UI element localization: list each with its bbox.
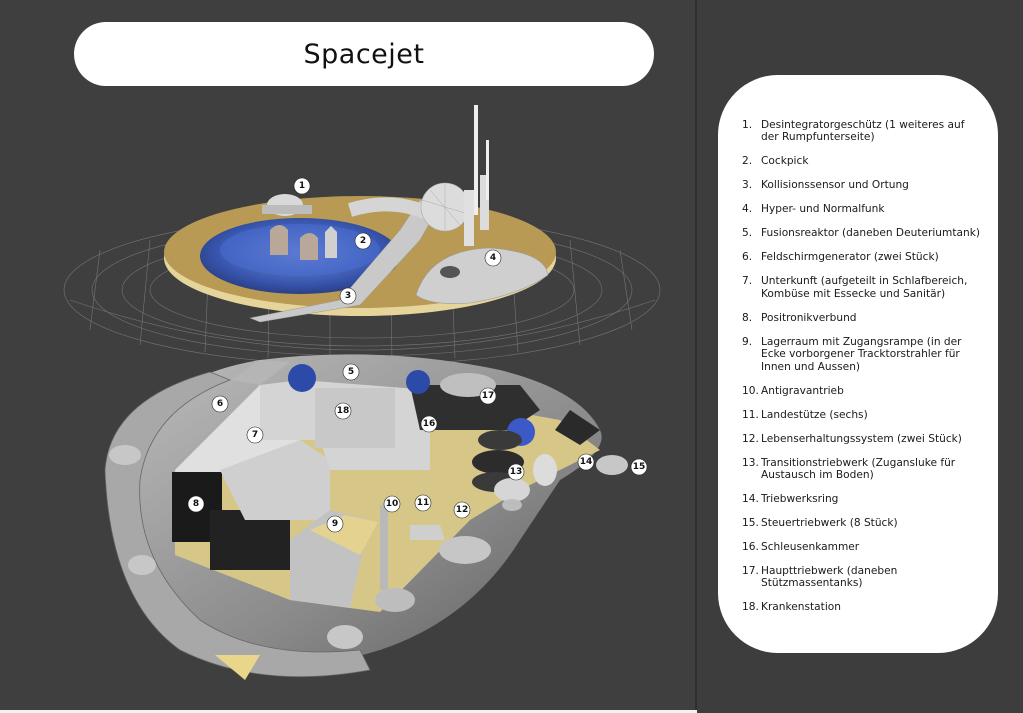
legend-item-text: Fusionsreaktor (daneben Deuteriumtank) <box>761 227 980 240</box>
spacejet-illustration: 1 2 3 4 5 6 7 8 9 10 11 12 13 14 15 16 1… <box>63 105 661 680</box>
legend-item-text: Kollisionssensor und Ortung <box>761 179 909 192</box>
legend-item: 2. Cockpick <box>742 155 980 167</box>
legend-item-text: Triebwerksring <box>761 493 839 506</box>
legend-item-text: Krankenstation <box>761 601 841 614</box>
legend-item-number: 7. <box>742 275 753 288</box>
svg-text:8: 8 <box>193 499 199 509</box>
marker-2: 2 <box>354 232 372 250</box>
legend-item-text: Unterkunft (aufgeteilt in Schlafbereich,… <box>761 275 968 300</box>
legend-item-number: 16. <box>742 541 759 554</box>
legend-item-text: Antigravantrieb <box>761 384 844 397</box>
svg-text:10: 10 <box>386 499 399 509</box>
legend-item-text: Desintegratorgeschütz (1 weiteres auf de… <box>761 119 965 144</box>
legend-item-text: Hyper- und Normalfunk <box>761 203 885 216</box>
legend-item-number: 5. <box>742 227 753 240</box>
legend-item-number: 8. <box>742 311 753 324</box>
legend-item-number: 3. <box>742 179 753 192</box>
svg-text:7: 7 <box>252 430 258 440</box>
legend-item-text: Lebenserhaltungssystem (zwei Stück) <box>761 432 962 445</box>
panel-divider <box>695 0 697 713</box>
page-title: Spacejet <box>74 22 654 86</box>
legend-item-text: Schleusenkammer <box>761 541 860 554</box>
marker-3: 3 <box>339 287 357 305</box>
marker-10: 10 <box>383 495 401 513</box>
legend-item-number: 1. <box>742 119 753 131</box>
marker-1: 1 <box>293 177 311 195</box>
legend-item-number: 2. <box>742 155 753 168</box>
svg-text:2: 2 <box>360 236 366 246</box>
svg-text:11: 11 <box>417 498 430 508</box>
legend-item: 15.Steuertriebwerk (8 Stück) <box>742 517 980 529</box>
legend-item-number: 9. <box>742 335 753 348</box>
svg-text:6: 6 <box>217 399 223 409</box>
legend-item: 3. Kollisionssensor und Ortung <box>742 179 980 191</box>
marker-5: 5 <box>342 363 360 381</box>
legend-item: 4. Hyper- und Normalfunk <box>742 203 980 215</box>
legend-item: 17.Haupttriebwerk (daneben Stützmassenta… <box>742 565 980 590</box>
legend-item: 6. Feldschirmgenerator (zwei Stück) <box>742 251 980 263</box>
svg-text:4: 4 <box>490 253 496 263</box>
svg-text:9: 9 <box>332 519 338 529</box>
svg-text:3: 3 <box>345 291 351 301</box>
legend-item: 9. Lagerraum mit Zugangsrampe (in der Eck… <box>742 336 980 373</box>
number-markers: 1 2 3 4 5 6 7 8 9 10 11 12 13 14 15 16 1… <box>187 177 648 533</box>
legend-item: 13.Transitionstriebwerk (Zugansluke für … <box>742 457 980 482</box>
legend-item-text: Feldschirmgenerator (zwei Stück) <box>761 251 939 264</box>
legend-item-text: Positronikverbund <box>761 311 857 324</box>
svg-text:18: 18 <box>337 406 350 416</box>
legend-item-number: 15. <box>742 517 759 530</box>
legend-item: 14.Triebwerksring <box>742 493 980 505</box>
legend-item: 12.Lebenserhaltungssystem (zwei Stück) <box>742 433 980 445</box>
marker-11: 11 <box>414 494 432 512</box>
legend-item-text: Cockpick <box>761 155 809 168</box>
svg-text:12: 12 <box>456 505 469 515</box>
legend-item: 10.Antigravantrieb <box>742 385 980 397</box>
legend-item-number: 6. <box>742 251 753 264</box>
legend-item-number: 13. <box>742 456 759 469</box>
legend-item: 11.Landestütze (sechs) <box>742 409 980 421</box>
legend-item: 1. Desintegratorgeschütz (1 weiteres auf … <box>742 119 980 144</box>
legend-item-text: Steuertriebwerk (8 Stück) <box>761 517 898 530</box>
upper-deck <box>164 105 556 323</box>
marker-9: 9 <box>326 515 344 533</box>
bottom-edge-line <box>0 710 697 713</box>
legend-item-number: 10. <box>742 384 759 397</box>
legend-item-number: 14. <box>742 493 759 506</box>
legend-item-number: 18. <box>742 601 759 614</box>
svg-text:5: 5 <box>348 367 354 377</box>
marker-17: 17 <box>479 387 497 405</box>
legend-item-text: Landestütze (sechs) <box>761 408 868 421</box>
legend-list: 1. Desintegratorgeschütz (1 weiteres auf … <box>742 119 980 614</box>
legend-item: 8. Positronikverbund <box>742 312 980 324</box>
svg-text:14: 14 <box>580 457 593 467</box>
legend-item: 5. Fusionsreaktor (daneben Deuteriumtank) <box>742 227 980 239</box>
marker-12: 12 <box>453 501 471 519</box>
legend-item-text: Haupttriebwerk (daneben Stützmassentanks… <box>761 565 898 590</box>
marker-13: 13 <box>507 463 525 481</box>
marker-6: 6 <box>211 395 229 413</box>
legend-item-number: 12. <box>742 432 759 445</box>
legend-item-number: 11. <box>742 408 759 421</box>
marker-18: 18 <box>334 402 352 420</box>
svg-text:15: 15 <box>633 462 646 472</box>
svg-text:13: 13 <box>510 467 523 477</box>
legend-item: 7. Unterkunft (aufgeteilt in Schlafbereic… <box>742 275 980 300</box>
legend-item: 18.Krankenstation <box>742 601 980 613</box>
legend-item-number: 4. <box>742 203 753 216</box>
marker-8: 8 <box>187 495 205 513</box>
legend-item-number: 17. <box>742 565 759 578</box>
marker-15: 15 <box>630 458 648 476</box>
legend-panel: 1. Desintegratorgeschütz (1 weiteres auf … <box>718 75 998 653</box>
svg-text:16: 16 <box>423 419 436 429</box>
marker-14: 14 <box>577 453 595 471</box>
lower-hull <box>104 354 628 680</box>
marker-16: 16 <box>420 415 438 433</box>
legend-item-text: Transitionstriebwerk (Zugansluke für Aus… <box>761 456 956 482</box>
svg-text:17: 17 <box>482 391 495 401</box>
marker-7: 7 <box>246 426 264 444</box>
legend-item-text: Lagerraum mit Zugangsrampe (in der Ecke … <box>761 335 962 373</box>
svg-text:1: 1 <box>299 181 305 191</box>
legend-item: 16.Schleusenkammer <box>742 541 980 553</box>
marker-4: 4 <box>484 249 502 267</box>
